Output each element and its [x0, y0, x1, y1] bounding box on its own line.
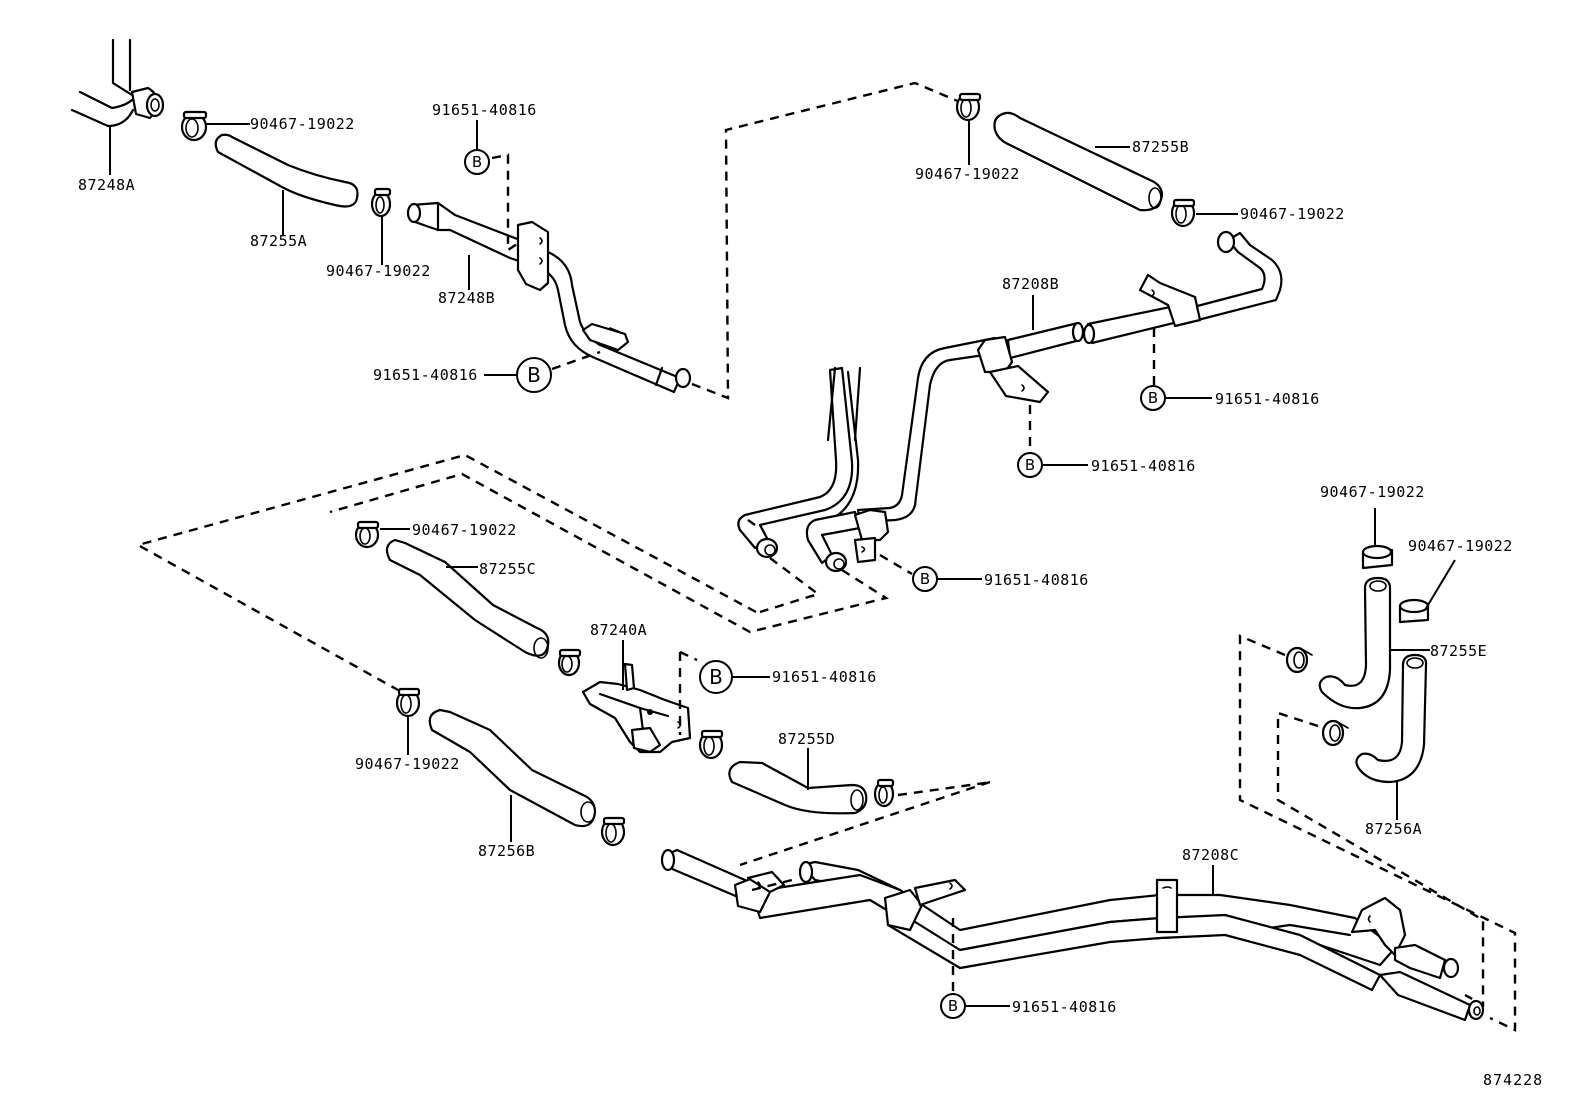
hose-clamp-icon[interactable] — [180, 110, 208, 142]
pipe-87208C[interactable] — [660, 848, 1485, 1022]
label-clamp-8: 90467-19022 — [1408, 537, 1513, 555]
hose-clamp-icon[interactable] — [955, 92, 982, 122]
hose-clamp-icon[interactable] — [600, 816, 626, 847]
label-clamp-3: 90467-19022 — [915, 165, 1020, 183]
label-87248A: 87248A — [78, 176, 135, 194]
label-87256A: 87256A — [1365, 820, 1422, 838]
hose-clamp-icon[interactable] — [1398, 598, 1430, 624]
label-bolt-6: 91651-40816 — [772, 668, 877, 686]
hose-87256A[interactable] — [1355, 653, 1428, 784]
hose-87255B[interactable] — [993, 111, 1164, 212]
svg-text:B: B — [1025, 456, 1035, 474]
label-87255D: 87255D — [778, 730, 835, 748]
hose-clamp-icon[interactable] — [557, 648, 582, 677]
label-bolt-5: 91651-40816 — [984, 571, 1089, 589]
label-bolt-7: 91651-40816 — [1012, 998, 1117, 1016]
hose-87255A[interactable] — [214, 133, 359, 208]
hose-87255D[interactable] — [728, 760, 868, 815]
bolt-symbol-b[interactable]: B — [516, 357, 552, 393]
label-87255B: 87255B — [1132, 138, 1189, 156]
label-87255A: 87255A — [250, 232, 307, 250]
hose-clamp-icon[interactable] — [873, 778, 895, 808]
label-87248B: 87248B — [438, 289, 495, 307]
label-clamp-2: 90467-19022 — [326, 262, 431, 280]
hose-clamp-icon[interactable] — [1170, 198, 1196, 228]
hose-clamp-icon[interactable] — [1361, 544, 1394, 570]
bolt-symbol-b[interactable]: B — [912, 566, 938, 592]
label-87208B: 87208B — [1002, 275, 1059, 293]
svg-text:B: B — [948, 997, 958, 1015]
hose-clamp-icon[interactable] — [354, 520, 380, 549]
bolt-symbol-b[interactable]: B — [464, 149, 490, 175]
hose-clamp-icon[interactable] — [370, 187, 392, 218]
label-bolt-2: 91651-40816 — [373, 366, 478, 384]
svg-text:B: B — [527, 363, 541, 387]
label-bolt-1: 91651-40816 — [432, 101, 537, 119]
hose-clamp-icon[interactable] — [395, 687, 421, 718]
pipe-87248B[interactable] — [406, 201, 692, 394]
label-clamp-6: 90467-19022 — [355, 755, 460, 773]
label-87255C: 87255C — [479, 560, 536, 578]
label-87208C: 87208C — [1182, 846, 1239, 864]
label-clamp-7: 90467-19022 — [1320, 483, 1425, 501]
svg-text:B: B — [709, 665, 723, 689]
label-clamp-1: 90467-19022 — [250, 115, 355, 133]
bolt-symbol-b[interactable]: B — [699, 660, 733, 694]
hose-87255E[interactable] — [1318, 576, 1392, 710]
pipe-87208B[interactable] — [737, 230, 1283, 573]
hose-87256B[interactable] — [428, 708, 597, 828]
label-bolt-4: 91651-40816 — [1091, 457, 1196, 475]
label-clamp-5: 90467-19022 — [412, 521, 517, 539]
hose-clamp-icon[interactable] — [698, 729, 724, 760]
bolt-symbol-b[interactable]: B — [1017, 452, 1043, 478]
label-bolt-3: 91651-40816 — [1215, 390, 1320, 408]
label-87256B: 87256B — [478, 842, 535, 860]
label-clamp-4: 90467-19022 — [1240, 205, 1345, 223]
label-87255E: 87255E — [1430, 642, 1487, 660]
hose-clamp-icon[interactable] — [1321, 719, 1349, 747]
bolt-symbol-b[interactable]: B — [1140, 385, 1166, 411]
label-87240A: 87240A — [590, 621, 647, 639]
hose-87255C[interactable] — [385, 538, 550, 657]
hose-clamp-icon[interactable] — [1285, 646, 1313, 674]
figure-id: 874228 — [1483, 1071, 1543, 1089]
svg-text:B: B — [1148, 389, 1158, 407]
part-87248A[interactable] — [70, 38, 165, 128]
svg-text:B: B — [920, 570, 930, 588]
valve-87240A[interactable] — [581, 662, 692, 754]
bolt-symbol-b[interactable]: B — [940, 993, 966, 1019]
svg-text:B: B — [472, 153, 482, 171]
